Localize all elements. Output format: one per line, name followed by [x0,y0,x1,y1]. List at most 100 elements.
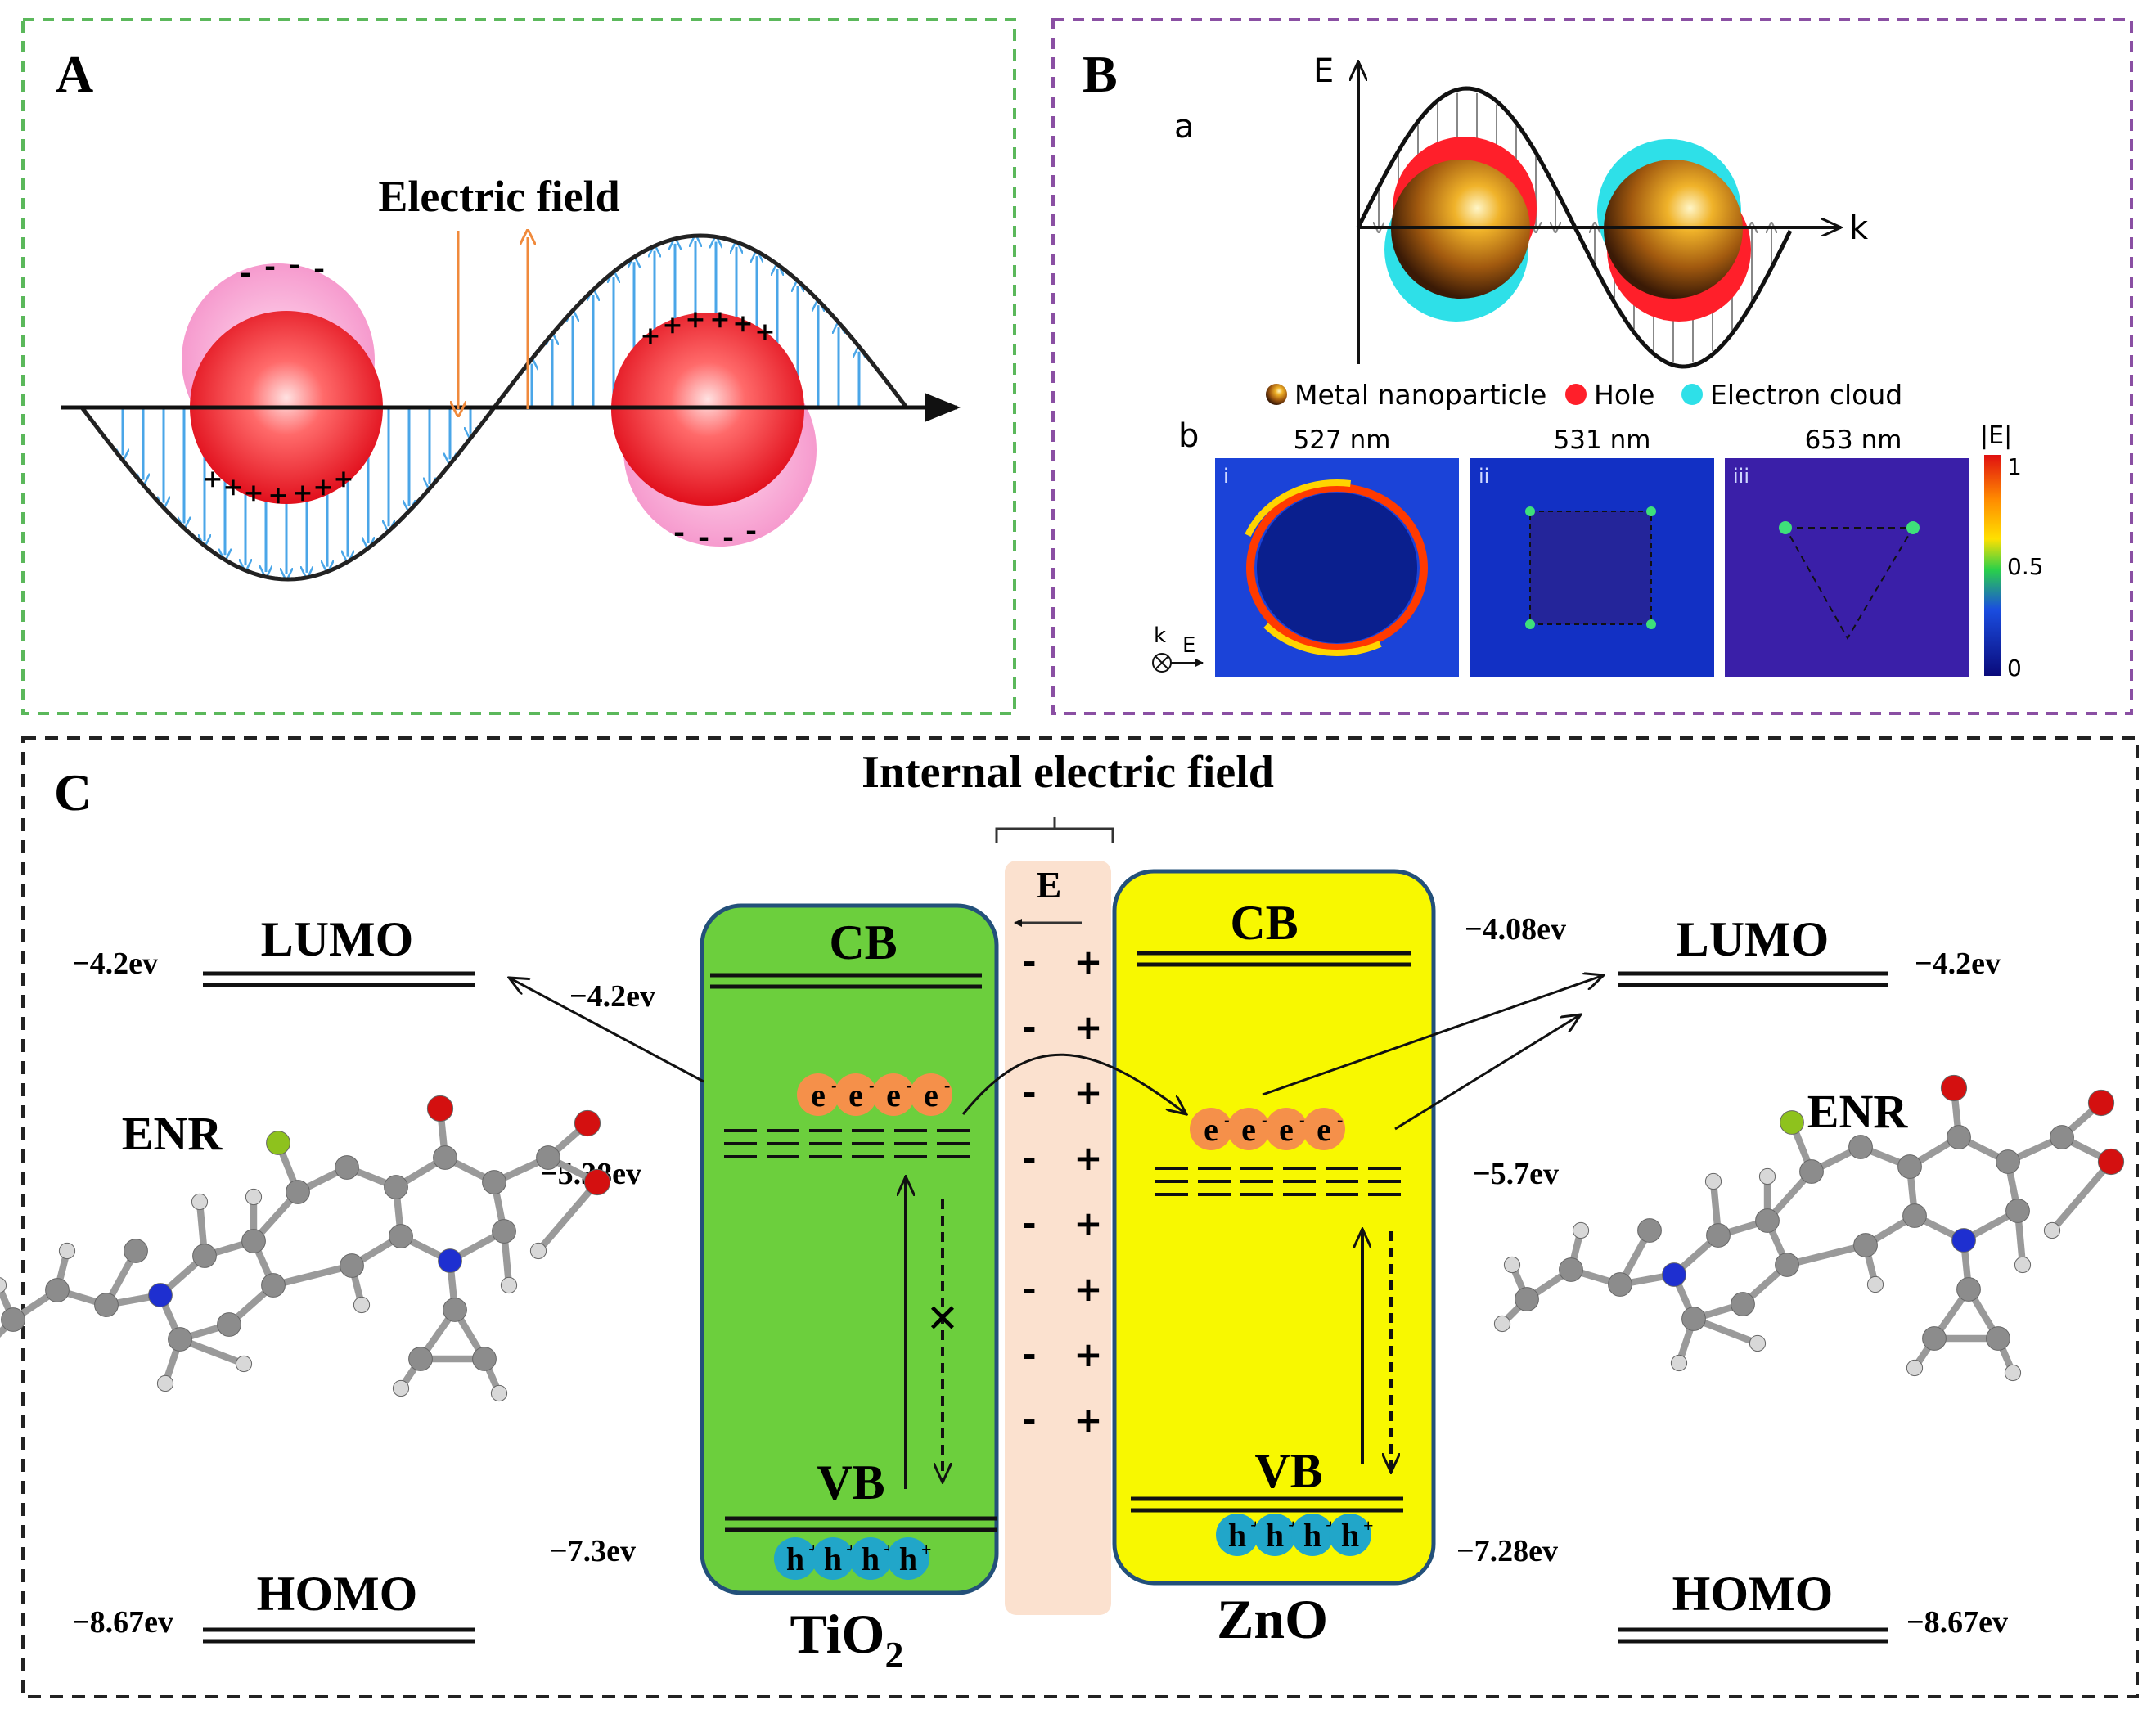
zno-trap-value: −5.7ev [1473,1157,1559,1191]
tio2-hole-dot [887,1537,929,1580]
molecule-atom [1637,1218,1662,1243]
colorbar [1984,455,2001,676]
molecule-atom [1704,1172,1722,1190]
molecule-atom [191,1193,209,1211]
zno-electron-sign: - [1224,1109,1230,1130]
molecule-atom [124,1239,148,1263]
zno-hole-symbol: h [1228,1517,1246,1554]
charge-carriers: e-e-e-e-h+h+h+h+e-e-e-e-h+h+h+h+ [774,1073,1374,1580]
molecule-atom [500,1276,518,1294]
tio2-vb-value: −7.3ev [550,1534,636,1568]
molecule-atom [2004,1364,2022,1382]
molecule-atom [286,1180,310,1204]
junction-minus: - [1022,1138,1036,1178]
legend-metal-icon [1266,384,1287,405]
panel-b-border [1051,18,2133,715]
legend-hole-label: Hole [1594,379,1654,411]
molecule-atom [1951,1228,1976,1253]
molecule-atom [156,1374,174,1392]
molecule-atom [536,1145,560,1170]
zno-hole-dot [1329,1514,1371,1556]
molecule-atom [426,1095,454,1122]
negative-charge: - [745,515,757,547]
panel-c: C Internal electric field E -+-+-+-+-+-+… [0,736,2139,1698]
junction-minus: - [1022,1334,1036,1374]
tio2-name: TiO2 [790,1603,904,1676]
zno-electron-symbol: e [1317,1111,1331,1148]
zno-electron-symbol: e [1204,1111,1218,1148]
zno-cb-label: CB [1230,896,1298,950]
molecule-atom [1681,1307,1706,1331]
positive-charge: + [640,322,660,350]
tio2-hole-symbol: h [862,1541,880,1577]
zno-hole-symbol: h [1341,1517,1359,1554]
tio2-hole-dot [849,1537,892,1580]
molecule-atom [1706,1223,1731,1248]
enr-molecule-right [1493,1074,2125,1382]
molecule-atom [1503,1256,1521,1274]
junction-minus: - [1022,942,1036,982]
molecule-atom [2050,1125,2074,1149]
panel-a-letter: A [56,45,93,103]
molecule-atom [261,1273,286,1298]
zno-electron-sign: - [1262,1109,1267,1130]
molecule-atom [1848,1135,1873,1159]
negative-charge: - [722,521,734,554]
zno-electron-dot [1227,1108,1270,1150]
field-map-iii-wavelength: 653 nm [1805,425,1902,455]
molecule-atom [384,1175,408,1199]
tio2-electron-dot [835,1073,877,1116]
molecule-atom [1493,1315,1511,1333]
positive-charge: + [333,465,353,493]
panel-c-letter: C [54,763,92,821]
molecule-atom [1780,1110,1804,1135]
positive-charge: + [292,479,313,507]
positive-charge: + [202,465,223,493]
tio2-electron-symbol: e [924,1077,938,1113]
tio2-electron-symbol: e [886,1077,901,1113]
zno-name: ZnO [1217,1588,1328,1650]
molecule-atom [392,1379,410,1397]
kvec-k: k [1154,623,1166,648]
molecule-atom [340,1253,364,1278]
molecule-atom [94,1293,119,1317]
field-map-ii-index: ii [1479,465,1489,488]
tio2-to-zno-arrow [961,1053,1186,1114]
blocked-recombination-icon: ✕ [926,1296,959,1342]
positive-charge: + [754,317,775,346]
panel-b-letter: B [1083,45,1118,103]
molecule-atom [1922,1326,1947,1351]
zno-hole-dot [1254,1514,1296,1556]
positive-charge: + [268,481,288,510]
molecule-atom [353,1296,371,1314]
molecule-atom [1670,1354,1688,1372]
positive-charge: + [223,473,243,502]
panel-c-border [21,736,2139,1698]
legend-hole-icon [1565,384,1587,405]
tio2-electron-sign: - [907,1075,912,1095]
junction-plus: + [1073,942,1102,982]
molecule-atom [1749,1334,1767,1352]
molecule-atom [1940,1074,1968,1102]
junction-e-label: E [1037,864,1062,906]
sub-panel-b-label: b [1178,417,1199,455]
molecule-atom [1559,1257,1583,1282]
molecule-atom [492,1219,516,1244]
enr-molecule-left [0,1095,611,1402]
molecule-atom [574,1109,601,1137]
molecule-atom [148,1283,173,1307]
negative-charge: - [289,249,300,281]
molecule-atom [1758,1167,1776,1185]
tio2-hole-symbol: h [786,1541,804,1577]
tio2-cb-value: −4.2ev [569,979,655,1014]
e-axis-label: E [1313,52,1334,90]
molecule-atom [2087,1089,2115,1117]
molecule-atom [1897,1154,1922,1179]
negative-charge: - [673,516,685,549]
colorbar-min: 0 [2007,655,2022,682]
tio2-electron-symbol: e [811,1077,826,1113]
molecule-atom [45,1278,70,1302]
molecule-atom [1799,1159,1824,1184]
left-molecule-label: ENR [122,1107,223,1160]
molecule-atom [529,1242,547,1260]
